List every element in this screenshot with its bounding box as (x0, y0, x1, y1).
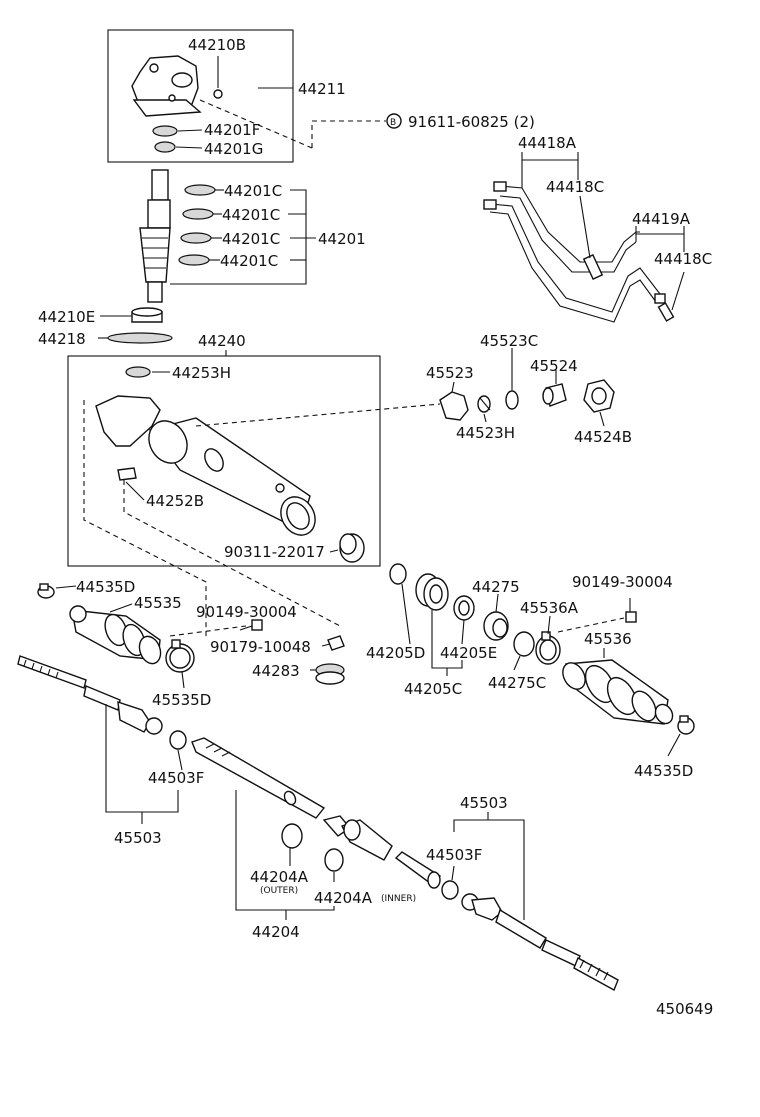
label-44503f-right: 44503F (426, 846, 482, 864)
rack-housing-group-box (67, 355, 381, 567)
bolt-90149-30004-right (625, 598, 637, 623)
label-45523: 45523 (426, 364, 474, 382)
label-44201c-4: 44201C (220, 252, 278, 270)
bolt-90179-10048 (327, 635, 345, 651)
lock-nut-44524b (583, 379, 615, 413)
bushing-90311-22017 (339, 533, 365, 563)
label-outer-note: (OUTER) (260, 886, 298, 896)
valve-housing-illustration (131, 55, 202, 117)
seal-ring-44201c-2 (182, 208, 214, 220)
label-90311-22017: 90311-22017 (224, 543, 325, 561)
bolt-44210b (213, 89, 223, 99)
seal-44201g (154, 141, 176, 153)
label-44204a-outer: 44204A (250, 868, 309, 886)
steering-rack-44204 (191, 737, 441, 889)
pressure-pipes (483, 181, 675, 323)
seal-ring-44201c-1 (184, 184, 216, 196)
pinion-shaft (139, 169, 171, 303)
label-44201c-2: 44201C (222, 206, 280, 224)
end-fitting-45523 (439, 391, 469, 421)
adjust-screw-45524 (542, 383, 567, 407)
label-44419a: 44419A (632, 210, 691, 228)
ring-44204a-inner (324, 848, 344, 872)
boot-45536 (562, 659, 674, 725)
label-44503f-left: 44503F (148, 769, 204, 787)
label-45535d: 45535D (152, 691, 211, 709)
label-44210e: 44210E (38, 308, 95, 326)
guide-44283 (315, 663, 345, 685)
valve-housing-group-box (107, 29, 294, 163)
bushing-44275 (483, 611, 509, 641)
seal-44205c-stack (415, 573, 449, 611)
diagram-id: 450649 (656, 1000, 713, 1018)
label-90149-30004-left: 90149-30004 (196, 603, 297, 621)
label-44418c-upper: 44418C (546, 178, 604, 196)
label-44535d-right: 44535D (634, 762, 693, 780)
label-44201c-1: 44201C (224, 182, 282, 200)
ring-44204a-outer (281, 823, 303, 849)
label-45523c: 45523C (480, 332, 538, 350)
label-44418c-right: 44418C (654, 250, 712, 268)
clamp-45536a (535, 631, 561, 665)
label-44218: 44218 (38, 330, 86, 348)
label-44210b: 44210B (188, 36, 246, 54)
label-44253h: 44253H (172, 364, 231, 382)
gasket-44218 (107, 332, 173, 344)
label-44240: 44240 (198, 332, 246, 350)
clamp-44535d-right (677, 715, 695, 735)
spring-44523h (477, 395, 491, 413)
bushing-44252b (117, 467, 137, 481)
label-45524: 45524 (530, 357, 578, 375)
label-44418a: 44418A (518, 134, 577, 152)
ring-44205d (389, 563, 407, 585)
seal-ring-44201c-4 (178, 254, 210, 266)
label-inner-note: (INNER) (381, 894, 416, 904)
label-44204a-inner: 44204A (314, 889, 373, 907)
label-44283: 44283 (252, 662, 300, 680)
bolt-symbol-circle (386, 113, 402, 129)
clamp-44535d-left (37, 583, 55, 599)
washer-44503f-right (441, 880, 459, 900)
label-44201: 44201 (318, 230, 366, 248)
label-44275: 44275 (472, 578, 520, 596)
label-44523h: 44523H (456, 424, 515, 442)
label-91611-60825: 91611-60825 (2) (408, 113, 535, 131)
label-45503-left: 45503 (114, 829, 162, 847)
label-44205e: 44205E (440, 644, 497, 662)
label-44275c: 44275C (488, 674, 546, 692)
label-90179-10048: 90179-10048 (210, 638, 311, 656)
seal-44201f (152, 125, 178, 137)
label-45503-right: 45503 (460, 794, 508, 812)
bolt-90149-30004-left (239, 619, 263, 631)
clamp-45535d (165, 639, 195, 673)
seal-ring-44201c-3 (180, 232, 212, 244)
seal-44253h (125, 366, 151, 378)
ring-44275c (513, 631, 535, 657)
label-44204: 44204 (252, 923, 300, 941)
bolt-symbol: B (390, 118, 396, 128)
label-45536: 45536 (584, 630, 632, 648)
tie-rod-end-left (17, 655, 163, 735)
label-44205d: 44205D (366, 644, 425, 662)
label-44211: 44211 (298, 80, 346, 98)
label-44201g: 44201G (204, 140, 263, 158)
rack-housing-illustration (95, 395, 316, 536)
label-90149-30004-right: 90149-30004 (572, 573, 673, 591)
label-44524b: 44524B (574, 428, 632, 446)
label-45536a: 45536A (520, 599, 579, 617)
label-44205c: 44205C (404, 680, 462, 698)
cap-45523c (505, 390, 519, 410)
label-44252b: 44252B (146, 492, 204, 510)
tie-rod-end-right (461, 893, 619, 991)
label-45535: 45535 (134, 594, 182, 612)
label-44201c-3: 44201C (222, 230, 280, 248)
ring-44205e (453, 595, 475, 621)
label-44201f: 44201F (204, 121, 260, 139)
label-44535d-left: 44535D (76, 578, 135, 596)
boot-45535 (69, 605, 162, 665)
washer-44503f-left (169, 730, 187, 750)
